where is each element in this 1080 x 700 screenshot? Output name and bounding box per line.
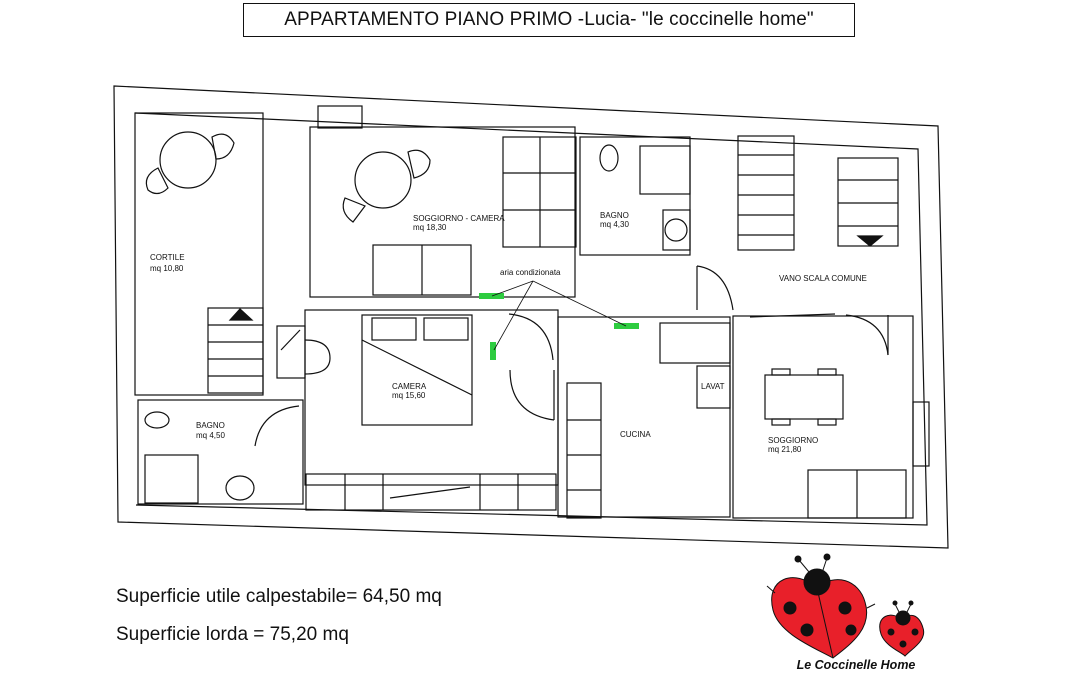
plan-title: APPARTAMENTO PIANO PRIMO -Lucia- "le coc…: [243, 3, 855, 37]
soggiorno-area: mq 21,80: [768, 445, 802, 454]
aria-label: aria condizionata: [500, 268, 561, 277]
ac-marker-3: [490, 342, 496, 360]
soggiorno-camera-label: SOGGIORNO - CAMERA: [413, 214, 505, 223]
bagno-bottom-room: [137, 399, 304, 505]
soggiorno-camera-room: [309, 126, 576, 298]
ac-markers: [479, 280, 639, 360]
outer-wall: [113, 85, 949, 549]
soggiorno-camera-table: [354, 151, 412, 209]
camera-area: mq 15,60: [392, 391, 426, 400]
vano-scala-stair: [737, 135, 795, 251]
camera-room: [304, 309, 559, 486]
bagno-top-label: BAGNO: [600, 211, 629, 220]
cortile-room: [134, 112, 264, 396]
summary-utile: Superficie utile calpestabile= 64,50 mq: [116, 586, 442, 607]
bagno-bottom-label: BAGNO: [196, 421, 225, 430]
wardrobe: [305, 473, 557, 511]
summary-lorda: Superficie lorda = 75,20 mq: [116, 624, 349, 645]
ladybug-small: [879, 600, 925, 657]
ac-marker-1: [479, 293, 504, 299]
cucina-room: [557, 316, 731, 518]
inner-wall-outline: [134, 112, 928, 526]
ac-marker-2: [614, 323, 639, 329]
cortile-label: CORTILE: [150, 253, 185, 262]
vano-scala-label: VANO SCALA COMUNE: [779, 274, 867, 283]
bagno-top-area: mq 4,30: [600, 220, 629, 229]
soggiorno-label: SOGGIORNO: [768, 436, 818, 445]
bagno-bottom-area: mq 4,50: [196, 431, 225, 440]
dining-table: [764, 374, 844, 420]
cortile-table: [159, 131, 217, 189]
cucina-label: CUCINA: [620, 430, 651, 439]
logo-caption: Le Coccinelle Home: [796, 658, 916, 672]
ladybug-logo: [766, 553, 925, 659]
camera-label: CAMERA: [392, 382, 427, 391]
soggiorno-camera-area: mq 18,30: [413, 223, 447, 232]
bagno-top-room: [579, 136, 691, 256]
bed: [361, 314, 473, 426]
lavat-label: LAVAT: [701, 382, 725, 391]
ladybug-large: [766, 553, 876, 659]
cortile-area: mq 10,80: [150, 264, 184, 273]
cortile-stair: [207, 307, 264, 394]
